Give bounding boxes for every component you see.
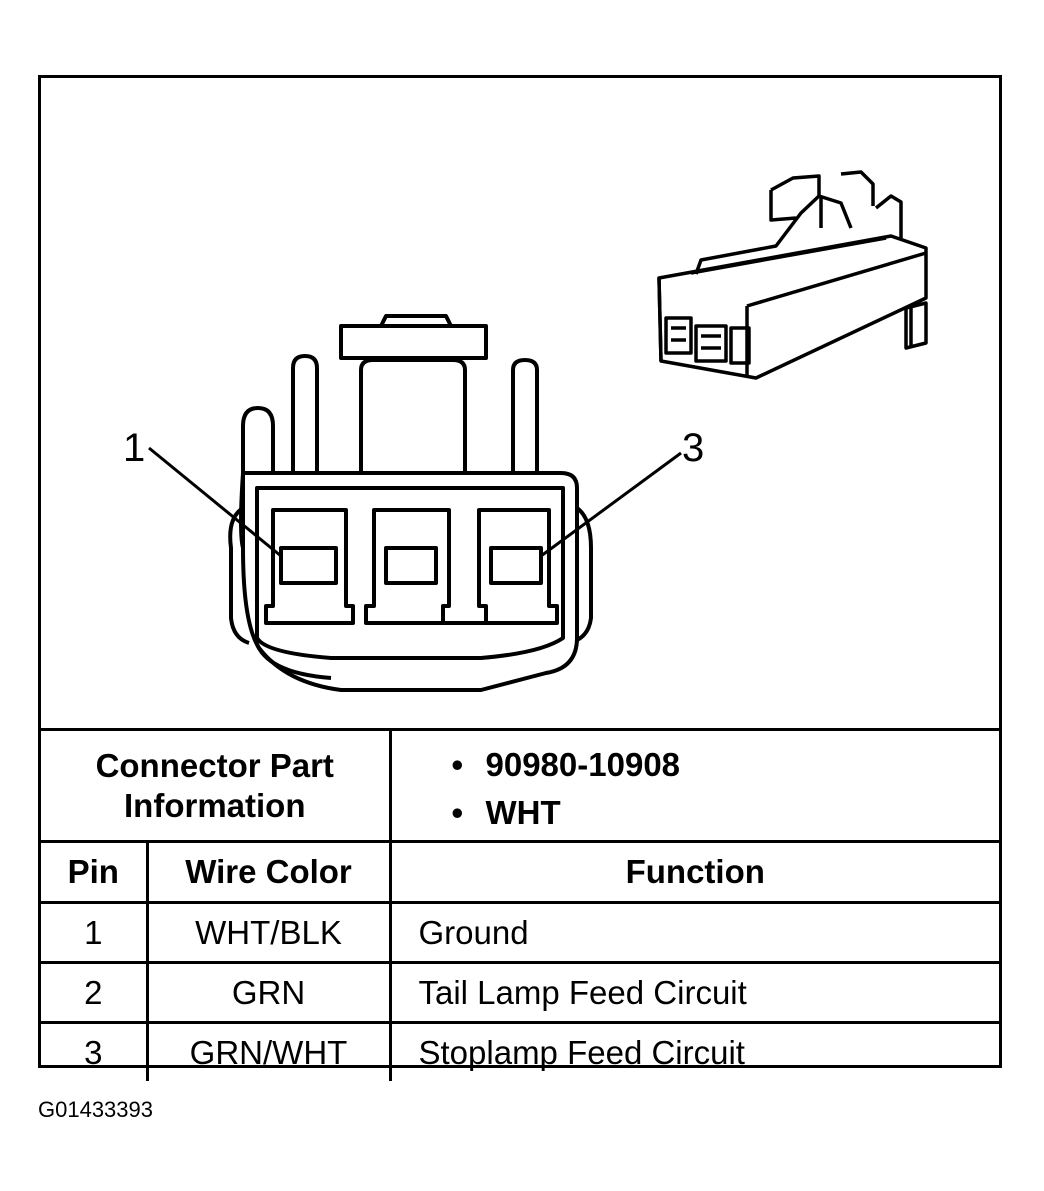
part-number-line: • 90980-10908 (452, 741, 1000, 789)
function-cell: Ground (388, 901, 999, 964)
callout-label-1: 1 (123, 426, 146, 470)
diagram-frame: 1 3 Connector Part Information • 90980-10… (38, 75, 1002, 1081)
function-cell: Tail Lamp Feed Circuit (388, 961, 999, 1024)
wire-color-cell: GRN/WHT (145, 1021, 392, 1081)
connector-color: WHT (485, 794, 561, 831)
table-row: 3 GRN/WHT Stoplamp Feed Circuit (41, 1021, 999, 1081)
table-row: 2 GRN Tail Lamp Feed Circuit (41, 961, 999, 1024)
bullet-icon: • (451, 794, 464, 831)
connector-part-values: • 90980-10908 • WHT (388, 728, 1000, 843)
bullet-icon: • (451, 746, 464, 783)
function-cell: Stoplamp Feed Circuit (388, 1021, 999, 1081)
connector-part-label: Connector Part Information (41, 728, 392, 843)
wire-color-cell: WHT/BLK (145, 901, 392, 964)
pin-cell: 1 (41, 901, 149, 964)
connector-part-row: Connector Part Information • 90980-10908 … (41, 728, 1000, 843)
part-number: 90980-10908 (485, 746, 681, 783)
callout-3-leader (540, 451, 682, 558)
table-header-row: Pin Wire Color Function (41, 840, 999, 904)
connector-illustration: 1 3 (41, 78, 999, 728)
connector-info-table: Connector Part Information • 90980-10908 … (41, 728, 999, 1081)
header-pin: Pin (41, 840, 149, 904)
callout-1-leader (148, 446, 282, 558)
callout-label-3: 3 (682, 426, 705, 470)
connector-part-label-line2: Information (124, 786, 306, 824)
pin-cell: 2 (41, 961, 149, 1024)
pin-cell: 3 (41, 1021, 149, 1081)
figure-id: G01433393 (38, 1097, 153, 1122)
header-function: Function (388, 840, 999, 904)
header-wire-color: Wire Color (145, 840, 392, 904)
connector-drawing (148, 170, 928, 692)
connector-color-line: • WHT (452, 789, 1000, 837)
table-row: 1 WHT/BLK Ground (41, 901, 999, 964)
wire-color-cell: GRN (145, 961, 392, 1024)
connector-isometric-view (657, 170, 928, 380)
connector-part-label-line1: Connector Part (95, 746, 334, 784)
connector-face (228, 314, 593, 692)
